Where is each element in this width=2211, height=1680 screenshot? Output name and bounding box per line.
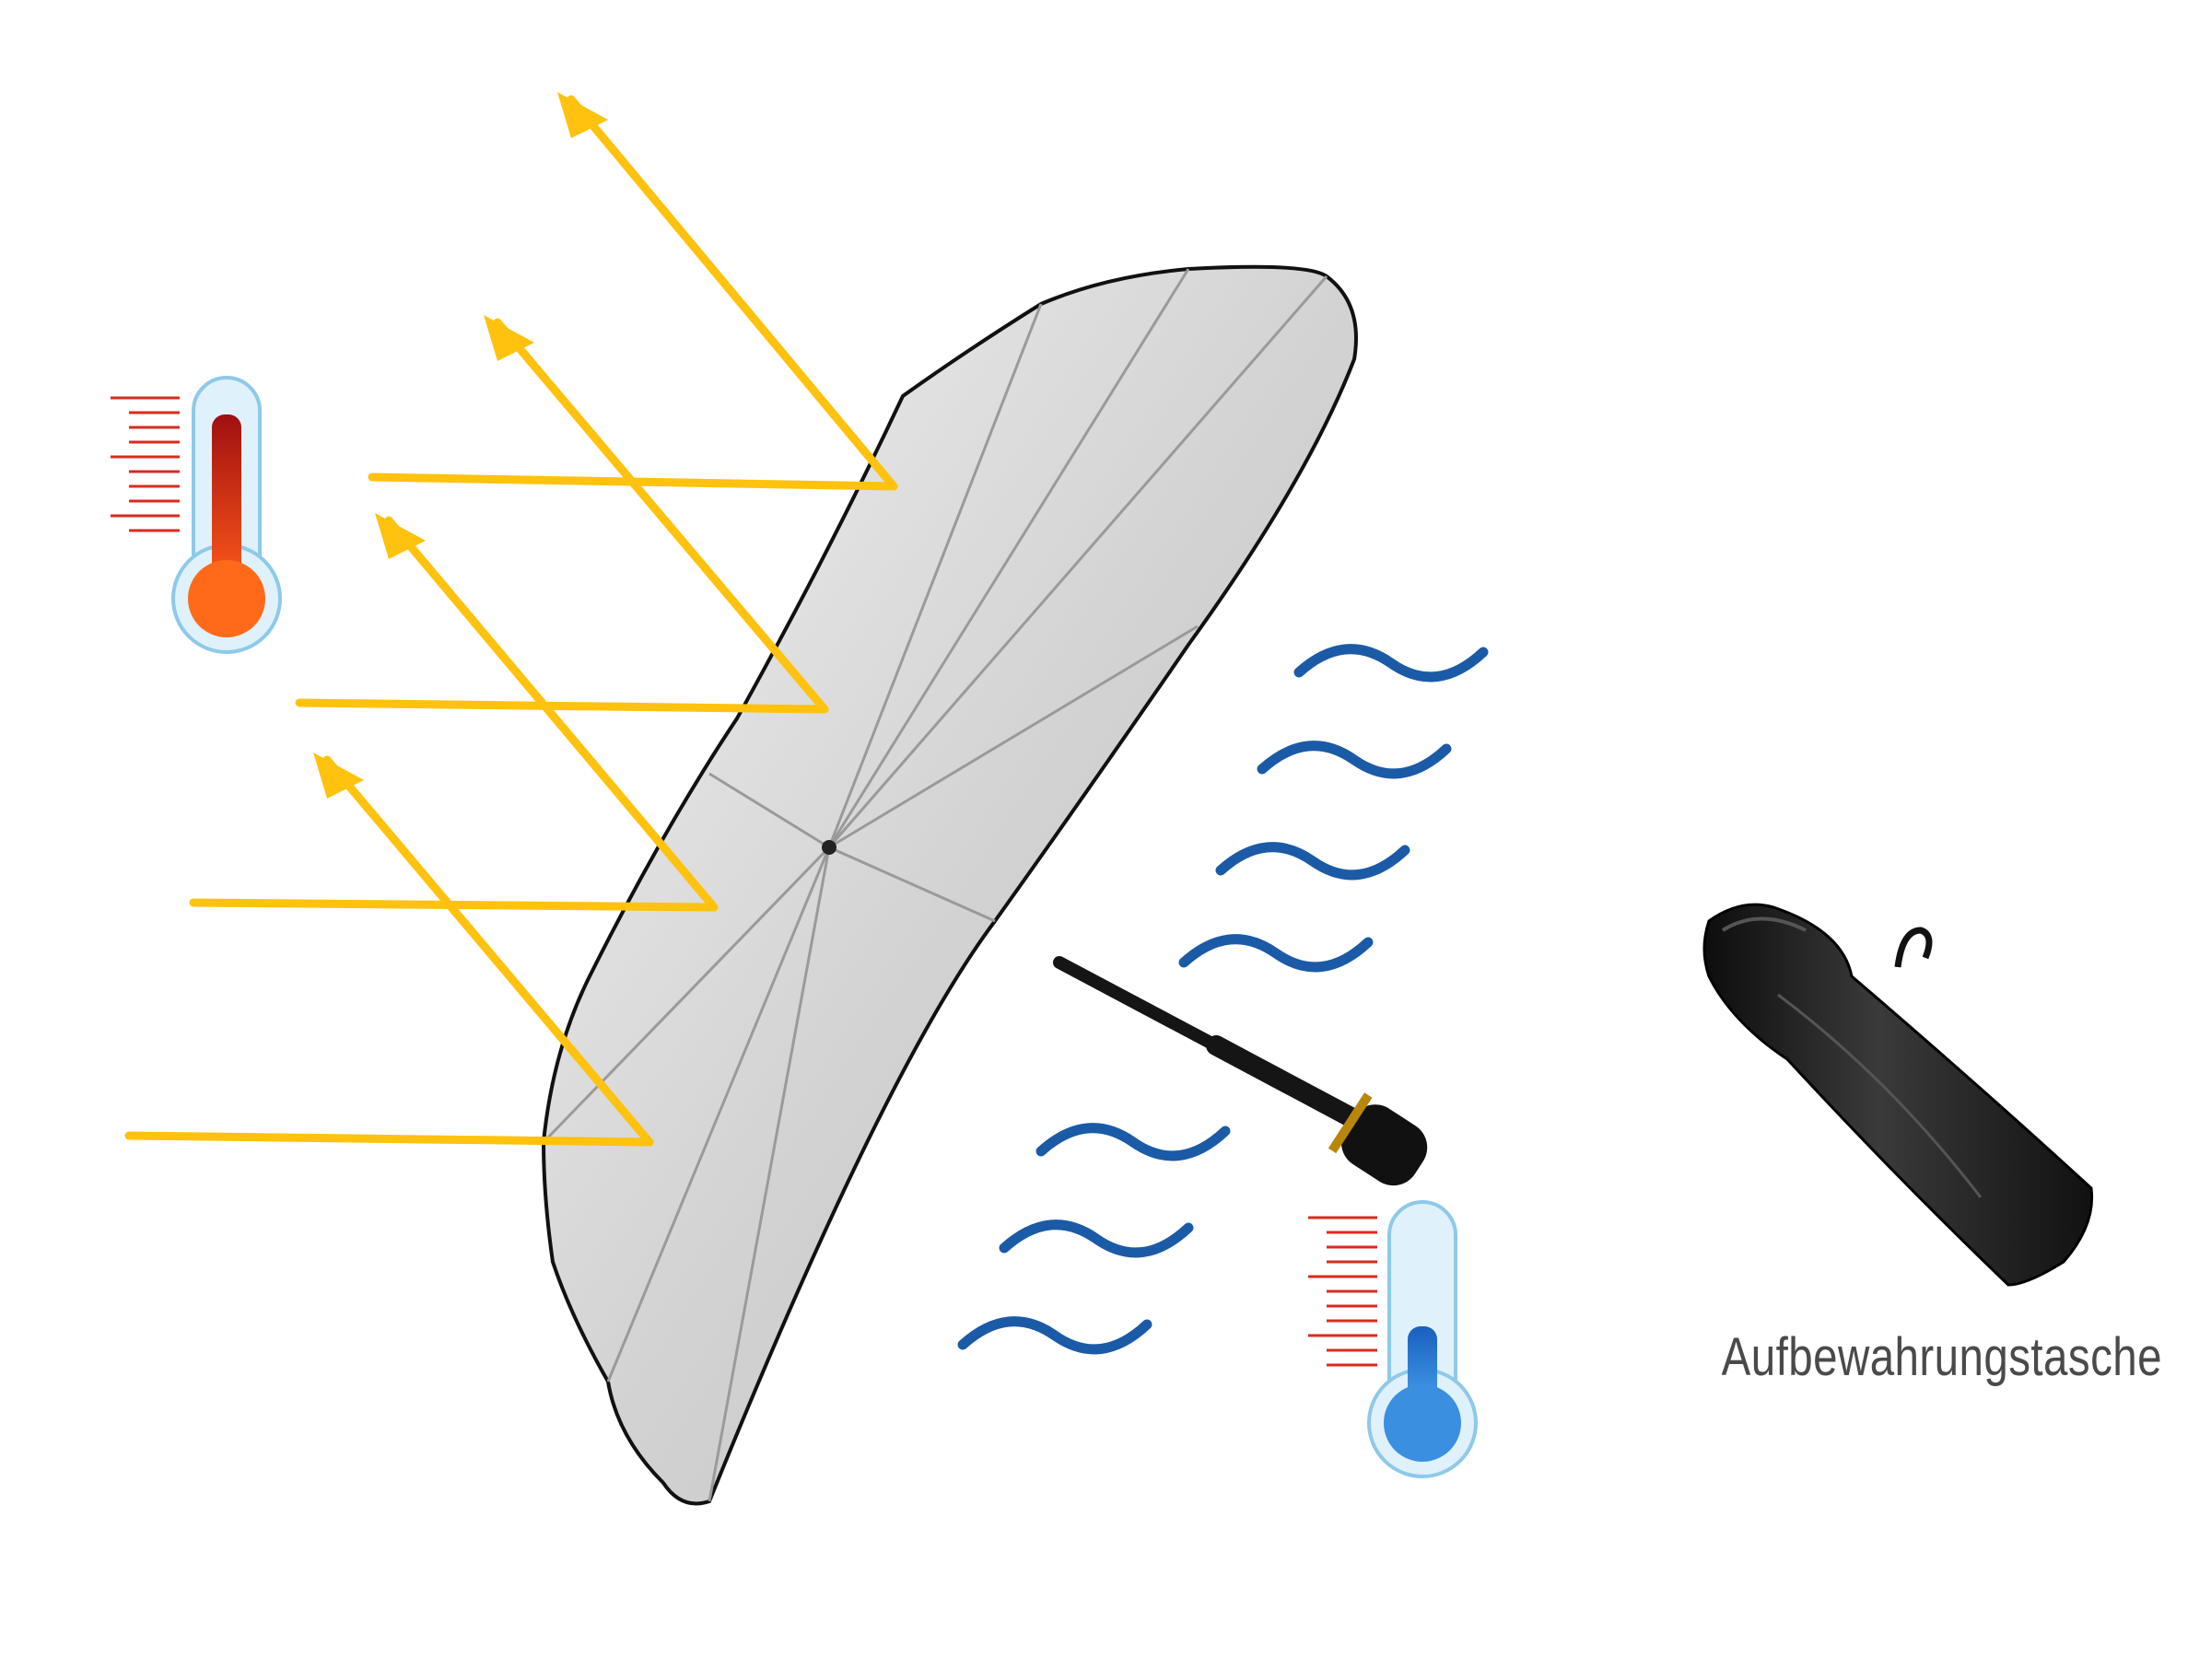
storage-bag-caption: Aufbewahrungstasche [1721, 1327, 2163, 1387]
air-wave-icon [957, 644, 1489, 1355]
sun-ray-arrow-icon [124, 92, 898, 1147]
thermometer-cool-icon [1308, 1200, 1478, 1478]
umbrella-shade-icon [541, 264, 1428, 1506]
storage-bag-icon [1702, 903, 2094, 1287]
thermometer-hot-icon [111, 376, 282, 654]
